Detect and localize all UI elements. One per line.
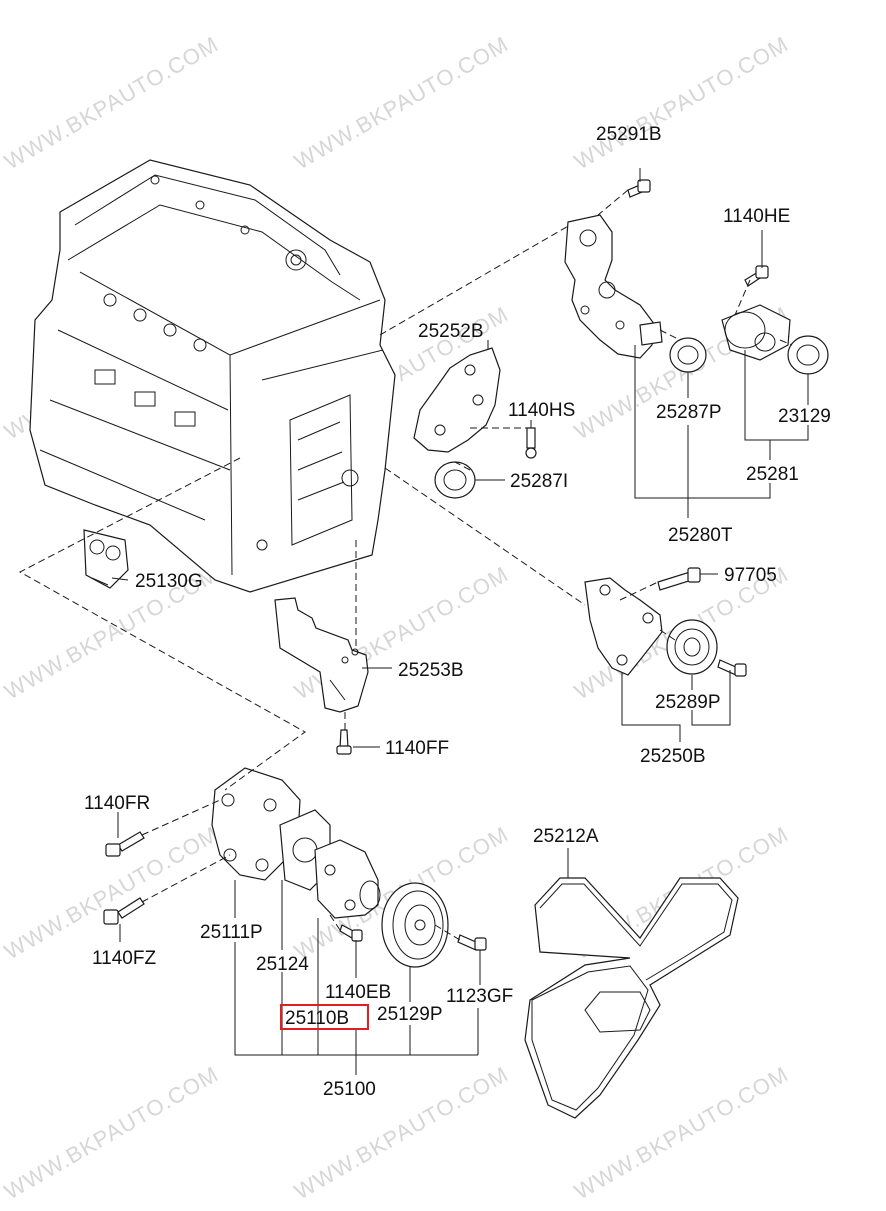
tensioner-bracket-lower bbox=[584, 577, 663, 676]
watermark: WWW.BKPAUTO.COM bbox=[0, 31, 223, 174]
label-25281: 25281 bbox=[746, 464, 799, 485]
label-25130G: 25130G bbox=[135, 571, 203, 592]
pulley-23129 bbox=[787, 335, 829, 375]
highlight-box-25110B bbox=[280, 1004, 369, 1030]
water-pump-25110B bbox=[314, 839, 381, 919]
pulley-25289P bbox=[666, 619, 718, 675]
label-25124: 25124 bbox=[256, 954, 309, 975]
engine-block bbox=[29, 159, 396, 593]
bolt-1140FZ bbox=[103, 897, 145, 925]
label-97705: 97705 bbox=[724, 565, 777, 586]
bracket-25252B bbox=[413, 347, 501, 453]
label-1123GF: 1123GF bbox=[446, 986, 513, 1007]
label-1140HS: 1140HS bbox=[508, 400, 575, 421]
label-25250B: 25250B bbox=[640, 746, 706, 767]
pump-pulley-25129P bbox=[381, 882, 449, 968]
bolt-1140EB bbox=[339, 924, 363, 942]
label-1140FF: 1140FF bbox=[385, 738, 449, 759]
label-1140FZ: 1140FZ bbox=[92, 948, 156, 969]
label-25280T: 25280T bbox=[668, 525, 733, 546]
label-25252B: 25252B bbox=[418, 321, 484, 342]
pulley-25287P bbox=[669, 337, 707, 373]
part-labels: 25291B 1140HE 25252B 1140HS 25287P 23129… bbox=[84, 124, 831, 1100]
watermark: WWW.BKPAUTO.COM bbox=[290, 31, 513, 174]
bolt-1140FR bbox=[105, 831, 145, 857]
bolt-1140FF bbox=[336, 729, 352, 755]
label-25253B: 25253B bbox=[398, 660, 464, 681]
bracket-25253B bbox=[274, 597, 369, 713]
label-25212A: 25212A bbox=[533, 826, 599, 847]
label-1140HE: 1140HE bbox=[723, 206, 790, 227]
bolt-1123GF bbox=[457, 934, 487, 951]
dashed-lines bbox=[18, 189, 793, 941]
watermark: WWW.BKPAUTO.COM bbox=[0, 821, 223, 964]
pulley-25287I bbox=[434, 461, 476, 499]
leader-lines bbox=[111, 168, 809, 1075]
label-25287P: 25287P bbox=[656, 402, 722, 423]
watermark: WWW.BKPAUTO.COM bbox=[0, 1061, 223, 1204]
bolt-25289P bbox=[717, 659, 747, 677]
label-25291B: 25291B bbox=[596, 124, 662, 145]
label-1140FR: 1140FR bbox=[84, 793, 150, 814]
label-25287I: 25287I bbox=[510, 471, 568, 492]
bolt-25291B bbox=[627, 179, 651, 198]
label-1140EB: 1140EB bbox=[325, 982, 391, 1003]
label-25289P: 25289P bbox=[655, 692, 721, 713]
tensioner-25281 bbox=[721, 304, 791, 361]
label-25110B: 25110B bbox=[285, 1008, 349, 1029]
label-25111P: 25111P bbox=[200, 922, 263, 943]
bolt-1140HS bbox=[525, 427, 537, 459]
label-25129P: 25129P bbox=[377, 1004, 443, 1025]
label-25100: 25100 bbox=[323, 1079, 376, 1100]
drive-belt-25212A bbox=[524, 877, 739, 1119]
label-23129: 23129 bbox=[778, 406, 831, 427]
watermark: WWW.BKPAUTO.COM bbox=[570, 31, 793, 174]
tensioner-bracket-upper bbox=[564, 214, 663, 359]
bolt-97705 bbox=[657, 567, 701, 591]
